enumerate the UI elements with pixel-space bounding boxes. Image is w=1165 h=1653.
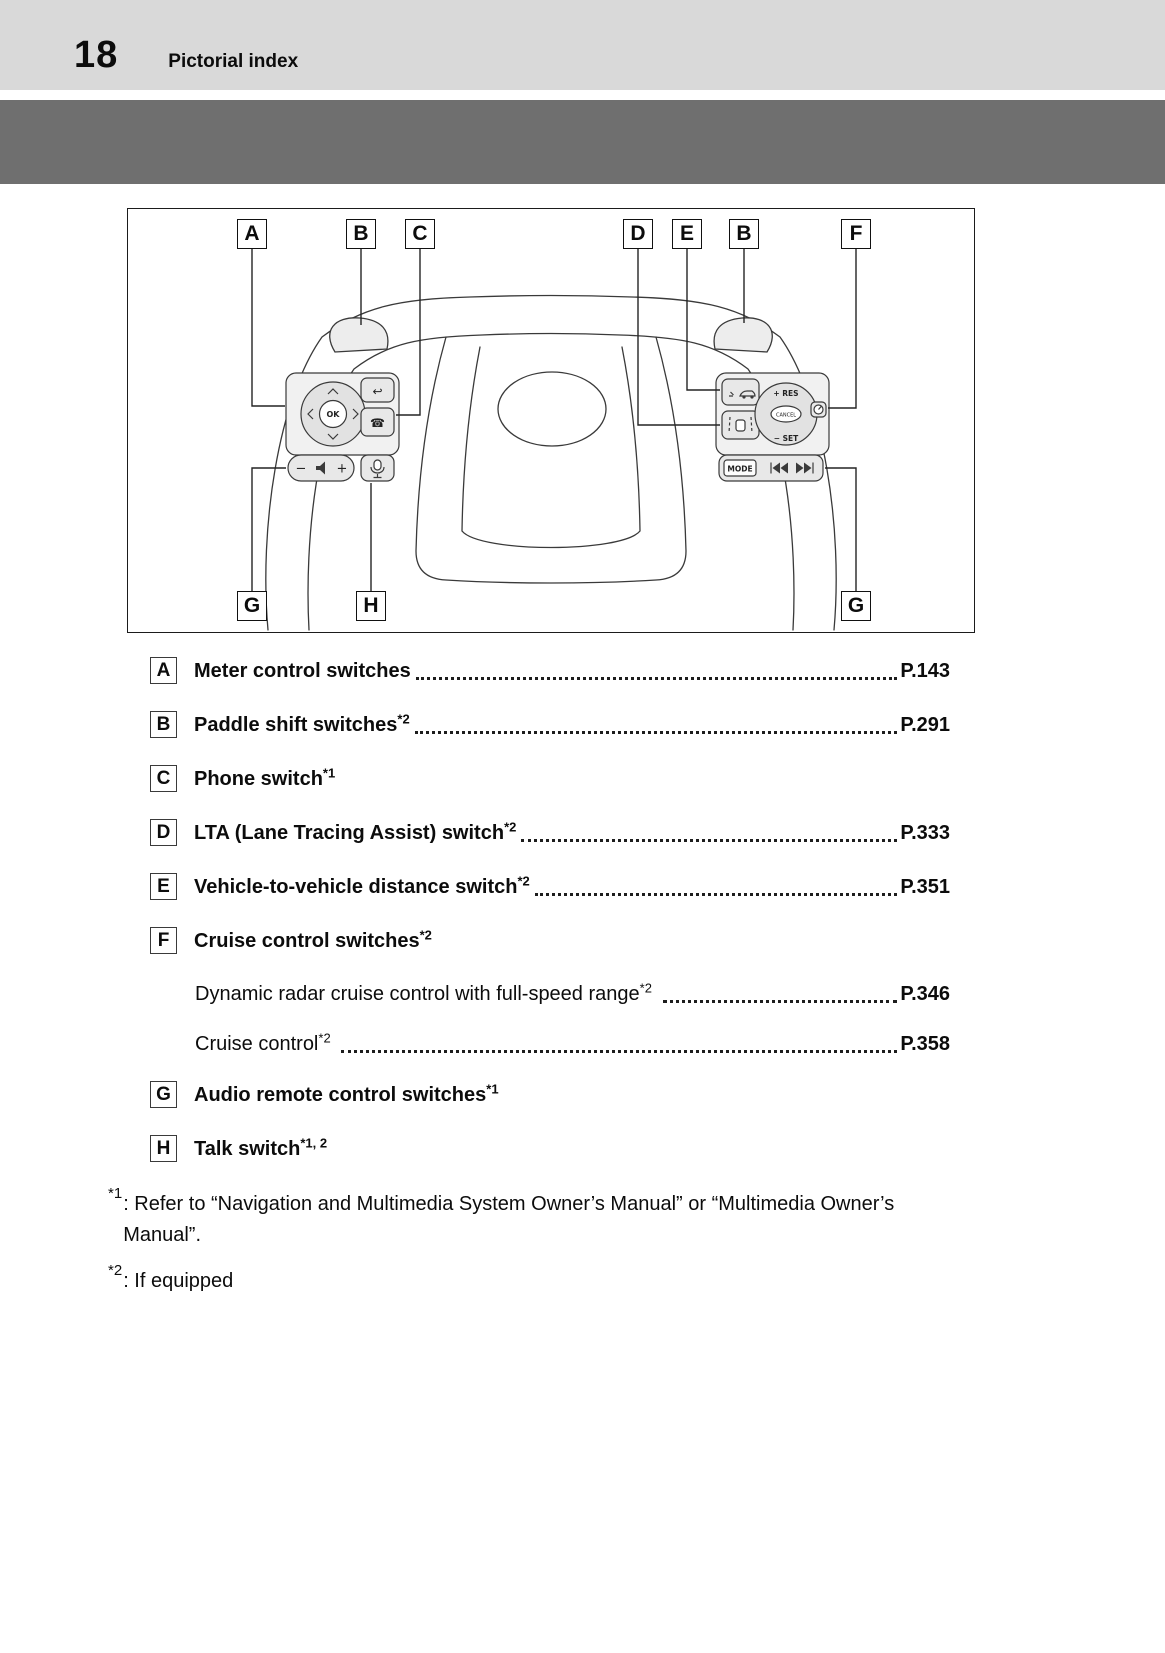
footnote-text: : If equipped (123, 1270, 234, 1292)
footnote-1: *1 : Refer to “Navigation and Multimedia… (108, 1185, 966, 1251)
page-ref: P.358 (900, 1033, 950, 1055)
mic-icon (373, 459, 382, 471)
index-row-distance-switch: E Vehicle-to-vehicle distance switch*2 P… (150, 873, 950, 900)
callout-b-right: B (729, 219, 759, 249)
callout-a: A (237, 219, 267, 249)
index-letter: G (150, 1081, 177, 1108)
arrow-down-icon (327, 433, 339, 440)
index-row-cruise-control: F Cruise control switches*2 (150, 927, 950, 954)
speaker-icon (316, 461, 325, 475)
page-header: 18 Pictorial index (0, 0, 1165, 90)
callout-c: C (405, 219, 435, 249)
index-label: LTA (Lane Tracing Assist) switch*2 (194, 819, 517, 844)
index-list: A Meter control switches P.143 B Paddle … (150, 657, 950, 1162)
index-sublabel: Cruise control*2 (195, 1030, 331, 1055)
dotted-leader (415, 677, 898, 680)
callout-e: E (672, 219, 702, 249)
dotted-leader (414, 731, 898, 734)
arrow-left-icon (307, 408, 314, 420)
callout-g-left: G (237, 591, 267, 621)
page-ref: P.346 (900, 983, 950, 1005)
index-letter: E (150, 873, 177, 900)
cancel-button (770, 405, 802, 423)
dotted-leader (534, 893, 898, 896)
steering-wheel-art: OK ↩ ☎ − + + RES CANCEL − SET MODE (251, 249, 857, 631)
index-row-audio-remote: G Audio remote control switches*1 (150, 1081, 950, 1108)
volume-minus-label: − (296, 462, 307, 477)
volume-plus-label: + (337, 462, 348, 477)
index-subrow-cruise-control: Cruise control*2 P.358 (195, 1031, 950, 1057)
speedometer-icon (818, 405, 822, 410)
index-row-lta-switch: D LTA (Lane Tracing Assist) switch*2 P.3… (150, 819, 950, 846)
index-letter: C (150, 765, 177, 792)
ok-button (318, 399, 348, 429)
res-label: + RES (773, 389, 798, 398)
lane-tracing-icon (728, 416, 753, 434)
mode-button (723, 459, 757, 477)
index-row-meter-control: A Meter control switches P.143 (150, 657, 950, 684)
footnote-2: *2 : If equipped (108, 1262, 966, 1297)
distance-button (721, 378, 760, 406)
footnote-text: : Refer to “Navigation and Multimedia Sy… (123, 1193, 895, 1246)
callout-d: D (623, 219, 653, 249)
footnote-marker: *1 (108, 1185, 123, 1202)
page-ref: P.351 (900, 876, 950, 898)
back-arrow-icon: ↩ (372, 385, 382, 399)
left-switch-pad (285, 372, 400, 482)
chapter-band (0, 100, 1165, 184)
arrow-up-icon (327, 388, 339, 395)
cancel-label: CANCEL (776, 413, 796, 419)
callout-lines (251, 249, 857, 591)
dotted-leader (521, 839, 898, 842)
index-label: Meter control switches (194, 660, 411, 682)
index-subrow-dynamic-radar: Dynamic radar cruise control with full-s… (195, 981, 950, 1007)
index-label: Cruise control switches*2 (194, 927, 432, 952)
section-title: Pictorial index (168, 51, 299, 72)
steering-wheel-diagram: OK ↩ ☎ − + + RES CANCEL − SET MODE (127, 208, 975, 633)
index-label: Phone switch*1 (194, 765, 336, 790)
footnote-marker: *2 (108, 1262, 123, 1279)
arrow-right-icon (352, 408, 359, 420)
page-number: 18 (74, 34, 119, 76)
index-letter: D (150, 819, 177, 846)
index-label: Talk switch*1, 2 (194, 1135, 328, 1160)
index-row-talk-switch: H Talk switch*1, 2 (150, 1135, 950, 1162)
index-letter: F (150, 927, 177, 954)
index-letter: B (150, 711, 177, 738)
callout-b-left: B (346, 219, 376, 249)
dotted-leader (341, 1050, 898, 1053)
index-label: Paddle shift switches*2 (194, 711, 410, 736)
index-row-paddle-shift: B Paddle shift switches*2 P.291 (150, 711, 950, 738)
page-ref: P.143 (900, 660, 950, 682)
index-letter: A (150, 657, 177, 684)
right-switch-pad (715, 372, 830, 482)
phone-icon: ☎ (370, 416, 385, 430)
mode-label: MODE (727, 465, 752, 474)
vehicle-distance-icon (729, 390, 756, 397)
phone-button (360, 407, 395, 437)
dotted-leader (662, 1000, 898, 1003)
index-letter: H (150, 1135, 177, 1162)
index-sublabel: Dynamic radar cruise control with full-s… (195, 980, 652, 1005)
page-ref: P.333 (900, 822, 950, 844)
footnotes: *1 : Refer to “Navigation and Multimedia… (108, 1185, 966, 1297)
set-label: − SET (774, 434, 799, 443)
next-track-icon (796, 462, 804, 474)
back-button (360, 377, 395, 403)
index-label: Audio remote control switches*1 (194, 1081, 499, 1106)
index-row-phone-switch: C Phone switch*1 (150, 765, 950, 792)
page-ref: P.291 (900, 714, 950, 736)
callout-f: F (841, 219, 871, 249)
ok-label: OK (327, 410, 341, 419)
callout-h: H (356, 591, 386, 621)
index-label: Vehicle-to-vehicle distance switch*2 (194, 873, 530, 898)
callout-g-right: G (841, 591, 871, 621)
